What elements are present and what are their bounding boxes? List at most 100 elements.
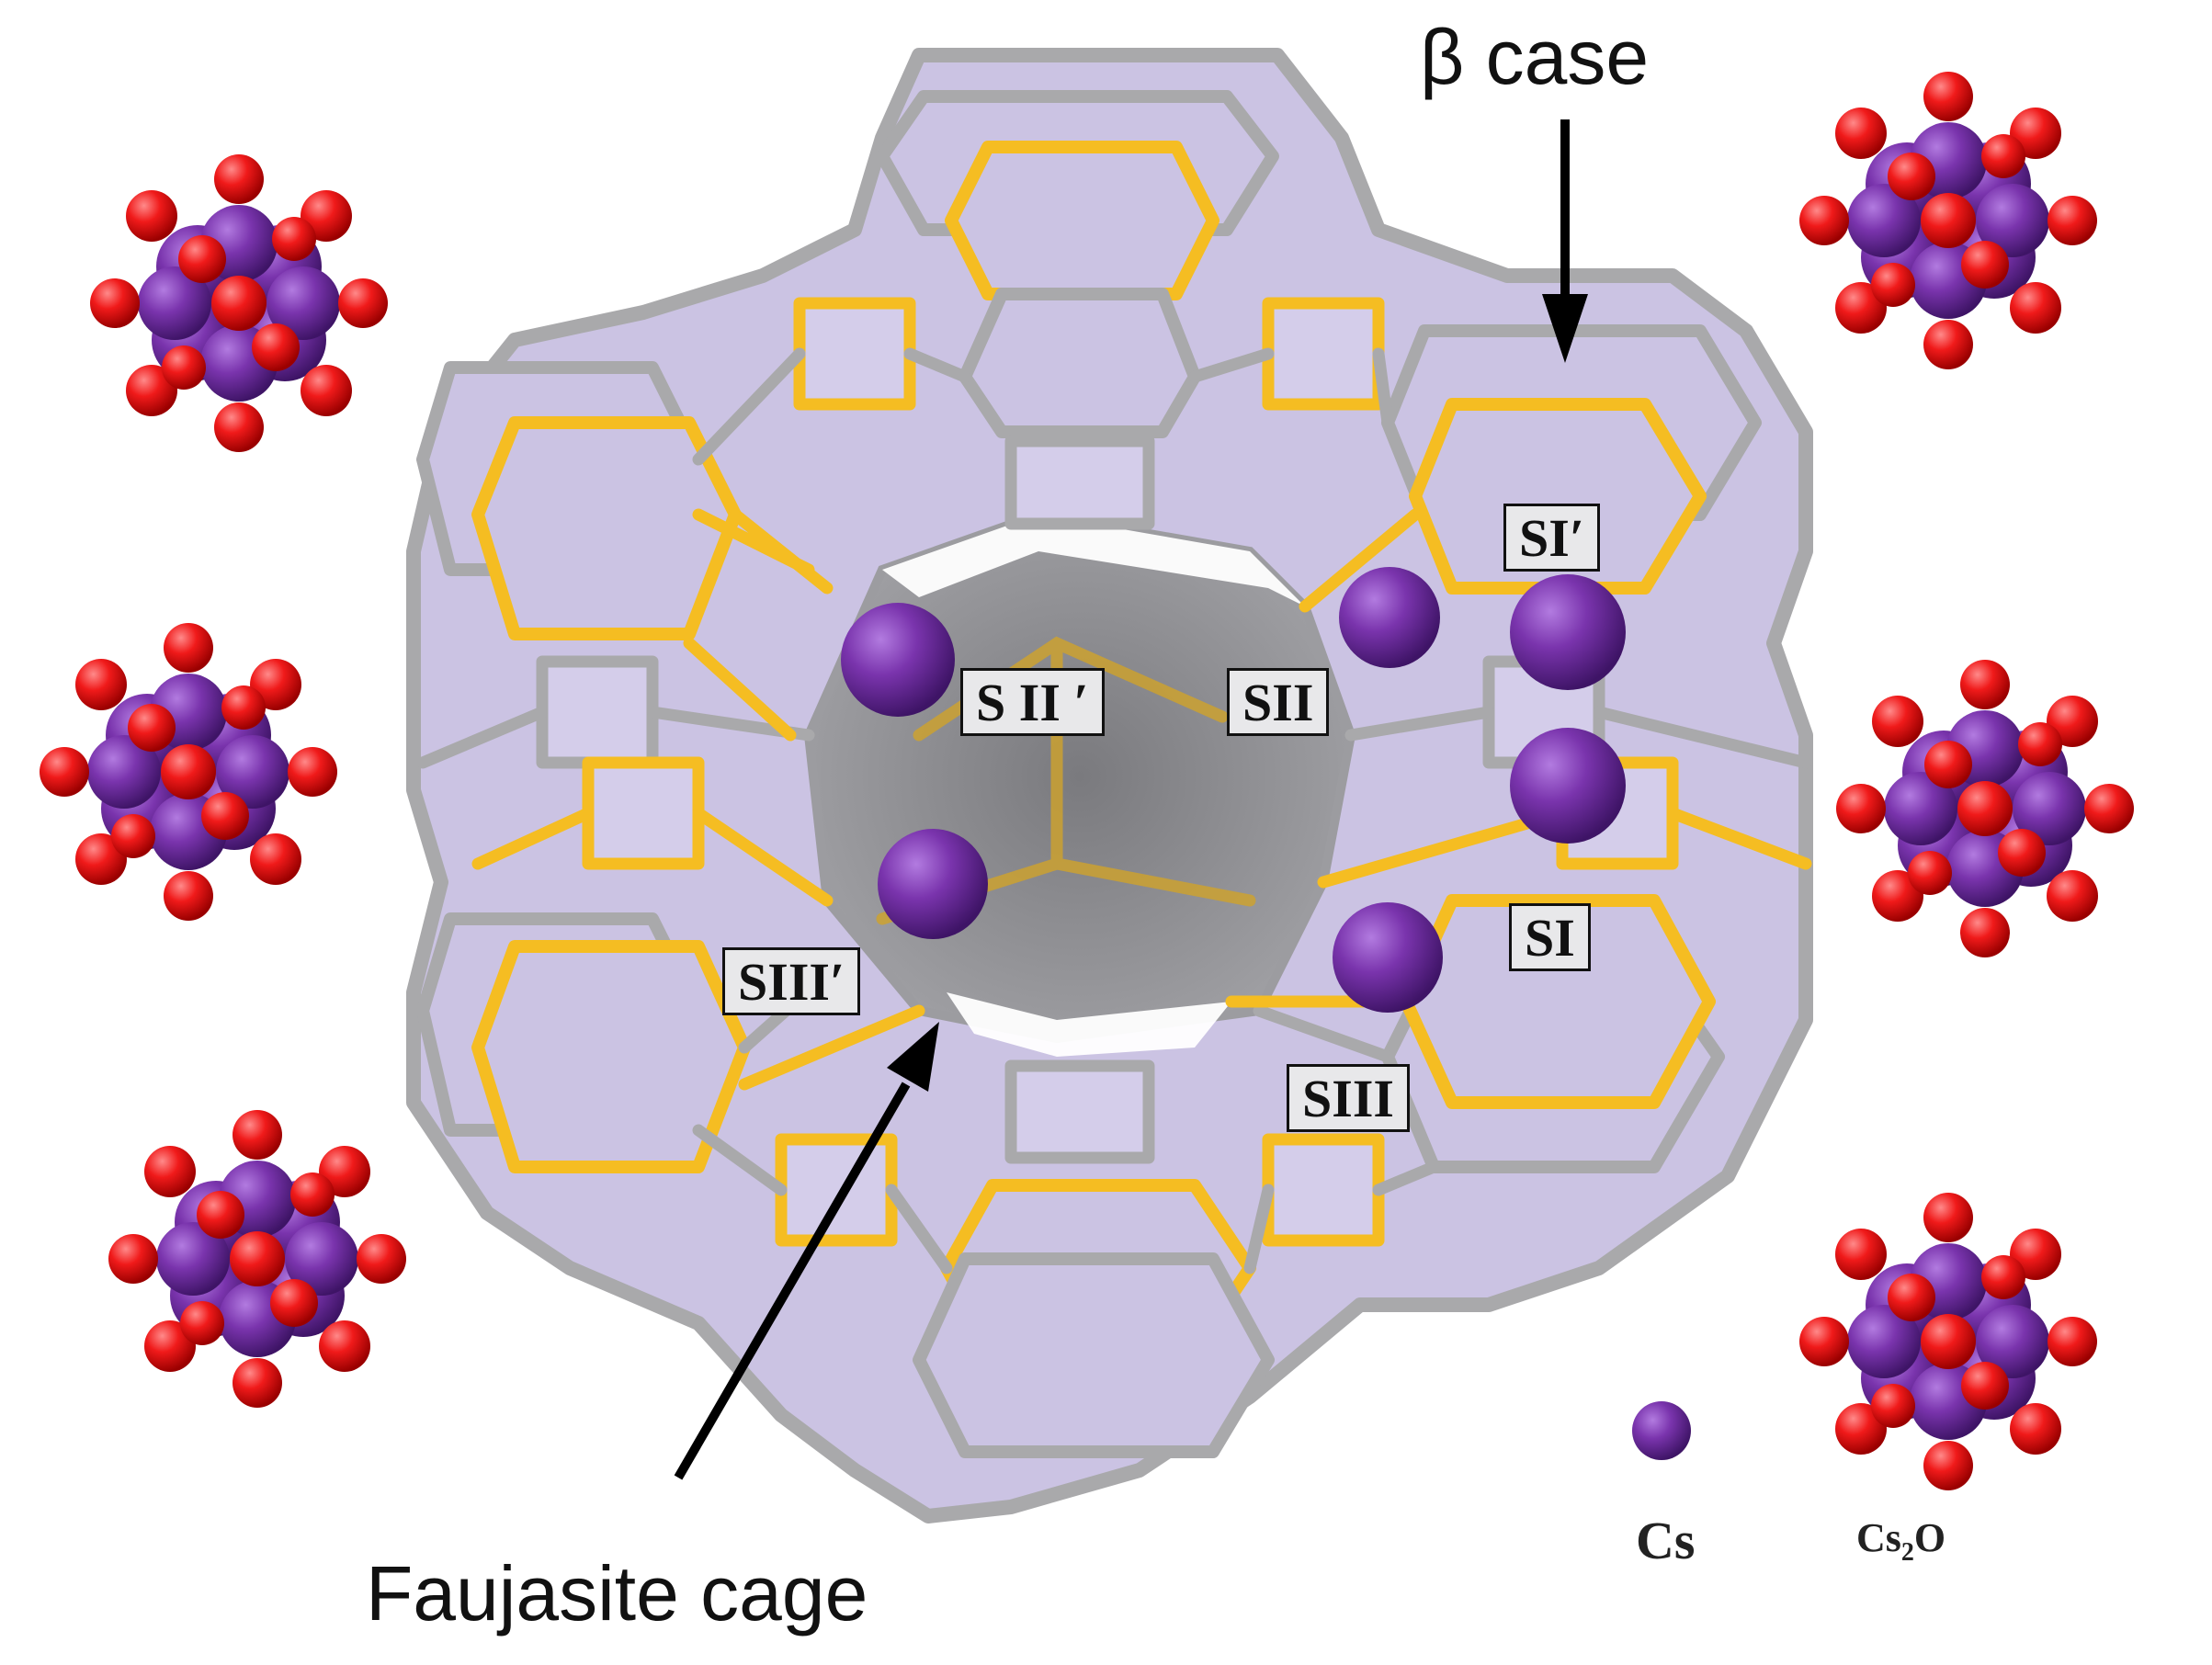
cluster-cs-atom bbox=[285, 1222, 358, 1296]
cluster-o-atom bbox=[1960, 908, 2010, 957]
cluster-o-atom bbox=[2010, 1403, 2061, 1455]
legend-cs2o-label: Cs2O bbox=[1856, 1518, 1945, 1566]
site-label-si-prime: SI′ bbox=[1503, 504, 1601, 572]
cluster-o-atom bbox=[2048, 196, 2097, 245]
cluster-cs-atom bbox=[267, 266, 340, 340]
hexagonal-faces bbox=[416, 90, 1762, 1458]
cluster-o-atom bbox=[1924, 741, 1972, 788]
cluster-o-atom bbox=[128, 704, 176, 752]
site-label-sii-prime: S II ′ bbox=[960, 668, 1105, 736]
cluster-o-atom bbox=[270, 1279, 318, 1327]
framework-cs-cations bbox=[841, 567, 1626, 1013]
cluster-o-atom bbox=[1908, 851, 1952, 895]
legend-cs2o-main: Cs bbox=[1856, 1515, 1901, 1560]
cluster-o-atom bbox=[178, 235, 226, 283]
site-label-siii-prime: SIII′ bbox=[722, 947, 861, 1015]
cluster-o-atom bbox=[180, 1301, 224, 1345]
cluster-o-atom bbox=[233, 1358, 282, 1408]
legend-cs2o-subscript: 2 bbox=[1900, 1537, 1914, 1567]
cluster-o-atom bbox=[1871, 1384, 1915, 1428]
cluster-o-atom bbox=[108, 1234, 158, 1284]
cluster-o-atom bbox=[1921, 193, 1976, 248]
cluster-o-atom bbox=[1888, 1274, 1935, 1321]
cs-atom-si-prime bbox=[1510, 574, 1626, 690]
cluster-o-atom bbox=[2047, 870, 2098, 922]
cluster-o-atom bbox=[250, 833, 301, 885]
cs-atom-sii bbox=[1339, 567, 1440, 668]
cluster-o-atom bbox=[357, 1234, 406, 1284]
cluster-o-atom bbox=[221, 685, 266, 730]
supercage-cavity bbox=[803, 509, 1356, 1044]
cluster-cs-atom bbox=[87, 735, 161, 809]
cavity-window-bottom bbox=[947, 992, 1231, 1057]
cluster-o-atom bbox=[197, 1191, 244, 1239]
cluster-o-atom bbox=[1923, 72, 1973, 121]
cluster-o-atom bbox=[162, 345, 206, 390]
cluster-o-atom bbox=[1871, 263, 1915, 307]
cluster-o-atom bbox=[290, 1172, 335, 1217]
cs-atom-sii-prime bbox=[841, 603, 955, 717]
cluster-o-atom bbox=[1872, 696, 1923, 747]
cluster-o-atom bbox=[1957, 781, 2013, 836]
cluster-o-atom bbox=[75, 659, 127, 710]
cluster-cs-atom bbox=[2013, 772, 2086, 845]
cluster-o-atom bbox=[1923, 1441, 1973, 1490]
cavity-window-top bbox=[882, 515, 1305, 606]
cluster-o-atom bbox=[126, 190, 177, 242]
cluster-o-atom bbox=[1981, 1255, 2025, 1299]
cluster-o-atom bbox=[338, 278, 388, 328]
cluster-cs-atom bbox=[156, 1222, 230, 1296]
cs2o-cluster-6 bbox=[1799, 1193, 2097, 1490]
faujasite-framework bbox=[406, 48, 1813, 1523]
cs2o-cluster-5 bbox=[1836, 660, 2134, 957]
cs-atom-siii-prime bbox=[878, 829, 988, 939]
cluster-o-atom bbox=[233, 1110, 282, 1160]
cluster-o-atom bbox=[161, 744, 216, 799]
cluster-o-atom bbox=[1998, 829, 2046, 877]
cluster-o-atom bbox=[211, 276, 267, 331]
cluster-o-atom bbox=[201, 792, 249, 840]
cluster-o-atom bbox=[1888, 153, 1935, 200]
cluster-o-atom bbox=[164, 623, 213, 673]
cluster-o-atom bbox=[1923, 1193, 1973, 1242]
cluster-cs-atom bbox=[1976, 1305, 2049, 1378]
beta-cage-arrow-head bbox=[1542, 294, 1588, 363]
cluster-o-atom bbox=[214, 402, 264, 452]
cluster-o-atom bbox=[301, 365, 352, 416]
cluster-o-atom bbox=[90, 278, 140, 328]
cluster-cs-atom bbox=[216, 735, 289, 809]
cluster-o-atom bbox=[2010, 282, 2061, 334]
cluster-o-atom bbox=[319, 1320, 370, 1372]
cs2o-cluster-3 bbox=[108, 1110, 406, 1408]
faujasite-arrow-shaft bbox=[674, 1082, 911, 1480]
cluster-o-atom bbox=[214, 154, 264, 204]
cs2o-cluster-2 bbox=[40, 623, 337, 921]
site-label-si: SI bbox=[1509, 903, 1591, 971]
cs2o-clusters bbox=[40, 72, 2134, 1490]
legend-cs-atom bbox=[1632, 1401, 1691, 1460]
cluster-o-atom bbox=[1961, 1362, 2009, 1410]
cs2o-cluster-1 bbox=[90, 154, 388, 452]
cluster-o-atom bbox=[1923, 320, 1973, 369]
cluster-o-atom bbox=[1961, 241, 2009, 289]
cluster-o-atom bbox=[1981, 134, 2025, 178]
cluster-cs-atom bbox=[138, 266, 211, 340]
cluster-o-atom bbox=[144, 1146, 196, 1197]
cluster-o-atom bbox=[111, 814, 155, 858]
cs2o-cluster-4 bbox=[1799, 72, 2097, 369]
cluster-cs-atom bbox=[1847, 1305, 1921, 1378]
legend-cs2o-tail: O bbox=[1913, 1515, 1946, 1560]
site-label-sii: SII bbox=[1227, 668, 1330, 736]
cluster-o-atom bbox=[252, 323, 300, 371]
faujasite-arrow-head bbox=[887, 1022, 939, 1092]
cluster-o-atom bbox=[1836, 784, 1886, 833]
cluster-o-atom bbox=[1960, 660, 2010, 709]
faujasite-cage-label: Faujasite cage bbox=[366, 1550, 868, 1637]
cluster-o-atom bbox=[2048, 1317, 2097, 1366]
cs-atom-si bbox=[1510, 728, 1626, 844]
cluster-o-atom bbox=[1835, 1229, 1887, 1280]
cluster-o-atom bbox=[230, 1231, 285, 1286]
cluster-o-atom bbox=[1799, 1317, 1849, 1366]
cluster-o-atom bbox=[2018, 722, 2062, 766]
